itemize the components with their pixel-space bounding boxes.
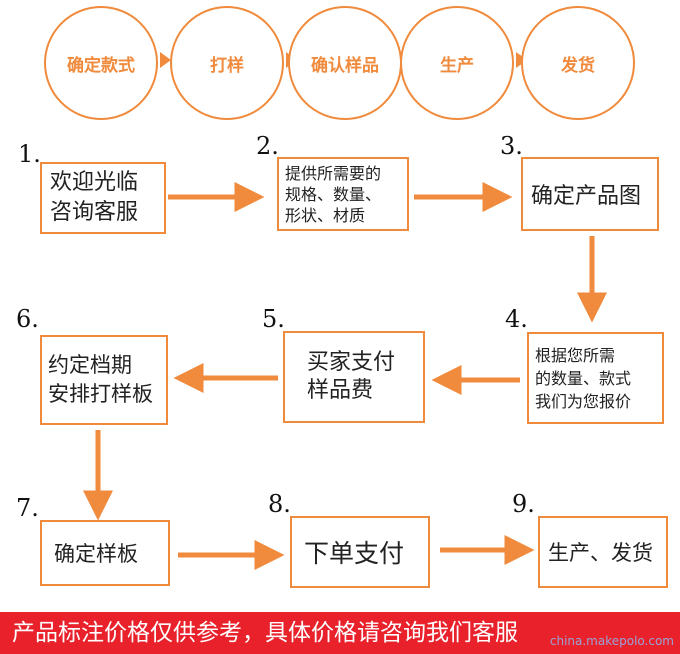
step-box-4: 根据您所需 的数量、款式 我们为您报价 xyxy=(527,332,664,424)
price-notice-text: 产品标注价格仅供参考，具体价格请咨询我们客服 xyxy=(12,620,518,646)
stage-label: 确定款式 xyxy=(67,55,135,76)
chevron-right-icon xyxy=(160,52,171,68)
step-text: 我们为您报价 xyxy=(535,391,632,411)
step-number: 1. xyxy=(18,140,41,168)
stage-label: 打样 xyxy=(210,55,244,76)
step-number: 7. xyxy=(16,494,39,522)
stage-label: 发货 xyxy=(561,55,595,76)
stage-label: 生产 xyxy=(440,55,474,76)
stage-label: 确认样品 xyxy=(311,55,379,76)
step-number: 8. xyxy=(268,490,291,518)
step-text: 买家支付 xyxy=(307,350,396,375)
step-box-6: 约定档期 安排打样板 xyxy=(40,335,168,425)
step-box-9: 生产、发货 xyxy=(538,516,668,588)
stage-4: 生产 xyxy=(400,6,514,120)
stage-2: 打样 xyxy=(170,6,284,120)
step-box-3: 确定产品图 xyxy=(521,157,659,231)
step-box-2: 提供所需要的 规格、数量、 形状、材质 xyxy=(277,157,409,231)
stage-5: 发货 xyxy=(521,6,635,120)
stage-3: 确认样品 xyxy=(288,6,402,120)
step-text: 确定样板 xyxy=(54,542,138,566)
step-text: 形状、材质 xyxy=(285,205,366,225)
step-box-8: 下单支付 xyxy=(290,516,430,588)
step-text: 安排打样板 xyxy=(48,382,153,406)
step-text: 咨询客服 xyxy=(50,200,139,225)
step-text: 规格、数量、 xyxy=(285,184,382,204)
flow-arrows xyxy=(83,182,607,570)
step-box-1: 欢迎光临 咨询客服 xyxy=(40,162,166,234)
step-number: 5. xyxy=(262,305,285,333)
stage-1: 确定款式 xyxy=(44,6,158,120)
step-text: 生产、发货 xyxy=(548,541,653,565)
step-text: 提供所需要的 xyxy=(285,163,382,183)
step-number: 4. xyxy=(505,305,528,333)
price-notice-banner: 产品标注价格仅供参考，具体价格请咨询我们客服 xyxy=(0,612,680,654)
step-box-7: 确定样板 xyxy=(40,520,170,586)
step-box-5: 买家支付 样品费 xyxy=(283,331,425,423)
step-text: 根据您所需 xyxy=(535,345,616,365)
step-text: 确定产品图 xyxy=(531,184,642,209)
step-number: 9. xyxy=(512,490,535,518)
watermark: china.makepolo.com xyxy=(549,634,674,648)
step-text: 的数量、款式 xyxy=(535,368,632,388)
step-text: 约定档期 xyxy=(48,353,132,377)
step-number: 6. xyxy=(16,305,39,333)
step-text: 欢迎光临 xyxy=(50,170,139,195)
step-text: 下单支付 xyxy=(304,539,405,568)
step-text: 样品费 xyxy=(307,378,374,403)
step-number: 3. xyxy=(500,132,523,160)
step-number: 2. xyxy=(256,132,279,160)
